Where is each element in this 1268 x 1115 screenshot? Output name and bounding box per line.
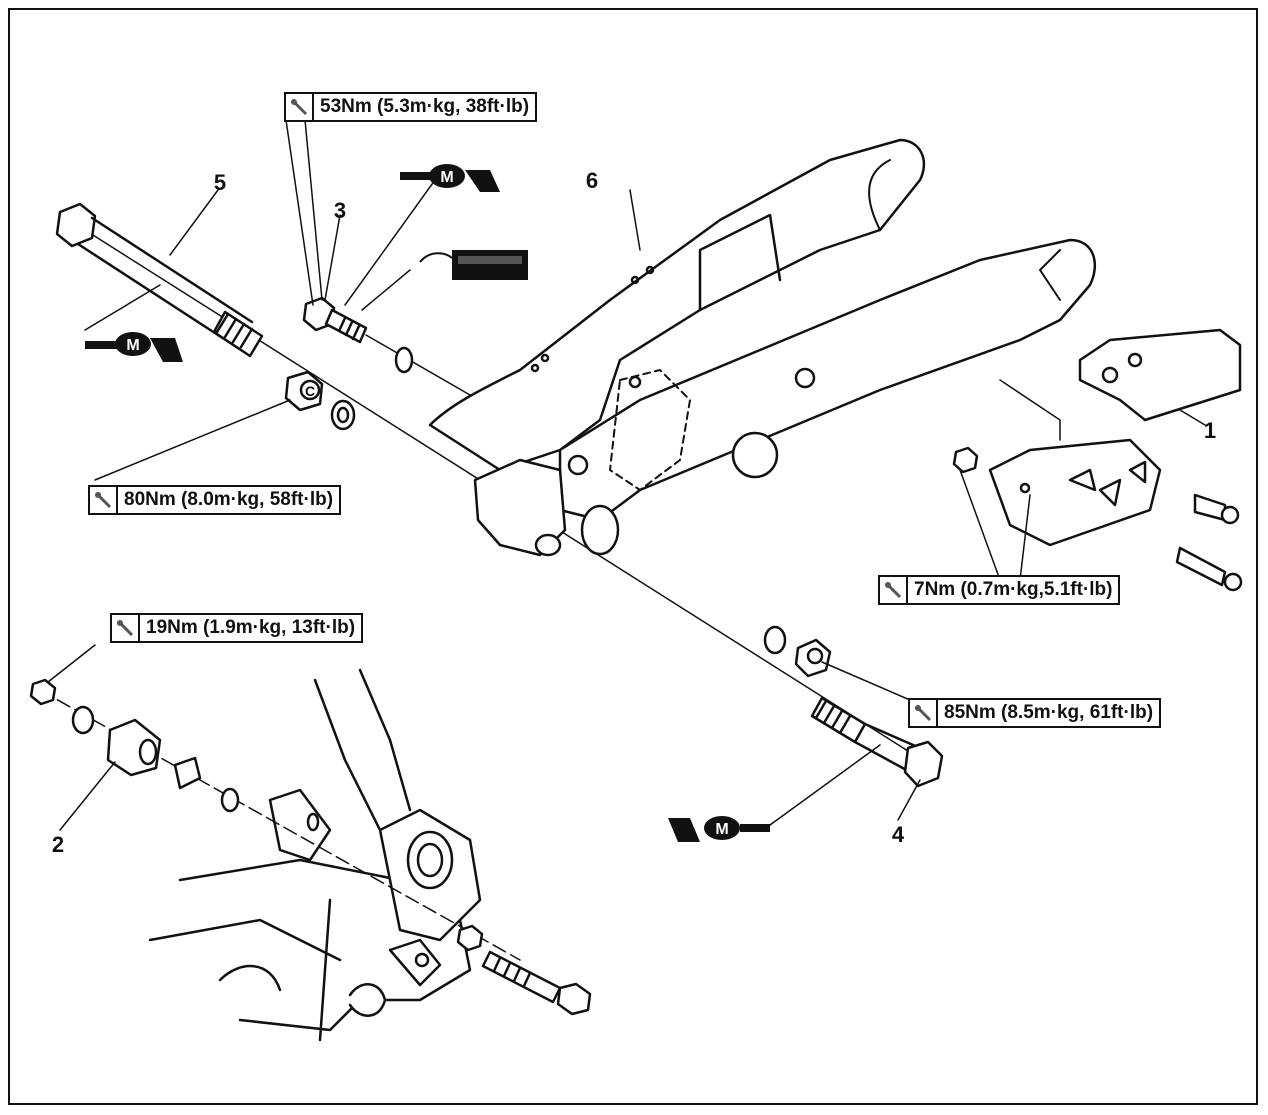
molybdenum-grease-icon: M <box>400 164 500 192</box>
torque-spec-text: 80Nm (8.0m·kg, 58ft·lb) <box>124 489 334 510</box>
molybdenum-grease-icon: M <box>668 816 770 842</box>
pivot-nut-right <box>763 625 832 678</box>
part-number-4: 4 <box>891 822 905 847</box>
pivot-nut-c <box>284 370 356 431</box>
part-number-1: 1 <box>1203 418 1217 443</box>
torque-spec-text: 7Nm (0.7m·kg,5.1ft·lb) <box>914 579 1113 600</box>
torque-spec-text: 53Nm (5.3m·kg, 38ft·lb) <box>320 96 530 117</box>
torque-callout-7nm: 7Nm (0.7m·kg,5.1ft·lb) <box>878 575 1121 605</box>
torque-spec-text: 19Nm (1.9m·kg, 13ft·lb) <box>146 617 356 638</box>
part-number-2: 2 <box>51 832 65 857</box>
pivot-bolt-4 <box>810 696 944 788</box>
pivot-shaft-5 <box>55 202 264 358</box>
svg-text:M: M <box>715 821 728 838</box>
part-number-5: 5 <box>213 170 227 195</box>
torque-wrench-icon <box>112 615 140 641</box>
torque-wrench-icon <box>880 577 908 603</box>
torque-callout-85nm: 85Nm (8.5m·kg, 61ft·lb) <box>908 698 1162 728</box>
diagram-frame <box>8 8 1258 1105</box>
torque-wrench-icon <box>286 94 314 120</box>
torque-spec-text: 85Nm (8.5m·kg, 61ft·lb) <box>944 702 1154 723</box>
leader-lines <box>47 119 1031 831</box>
torque-callout-80nm: 80Nm (8.0m·kg, 58ft·lb) <box>88 485 342 515</box>
frame-section <box>148 668 482 1042</box>
svg-text:M: M <box>440 169 453 186</box>
swingarm-6 <box>428 138 1097 557</box>
engine-mount-2 <box>29 678 592 1016</box>
locknut-symbol: C <box>305 383 315 399</box>
molybdenum-grease-icon: M <box>85 332 183 362</box>
torque-wrench-icon <box>910 700 938 726</box>
chain-slider-1 <box>999 328 1242 441</box>
torque-wrench-icon <box>90 487 118 513</box>
bolt-3 <box>302 296 471 396</box>
part-number-3: 3 <box>333 198 347 223</box>
torque-callout-19nm: 19Nm (1.9m·kg, 13ft·lb) <box>110 613 364 643</box>
svg-text:M: M <box>126 337 139 354</box>
torque-callout-53nm: 53Nm (5.3m·kg, 38ft·lb) <box>284 92 538 122</box>
chain-guide-plate <box>952 438 1243 592</box>
thread-locking-agent-icon <box>419 250 528 280</box>
part-number-6: 6 <box>585 168 599 193</box>
